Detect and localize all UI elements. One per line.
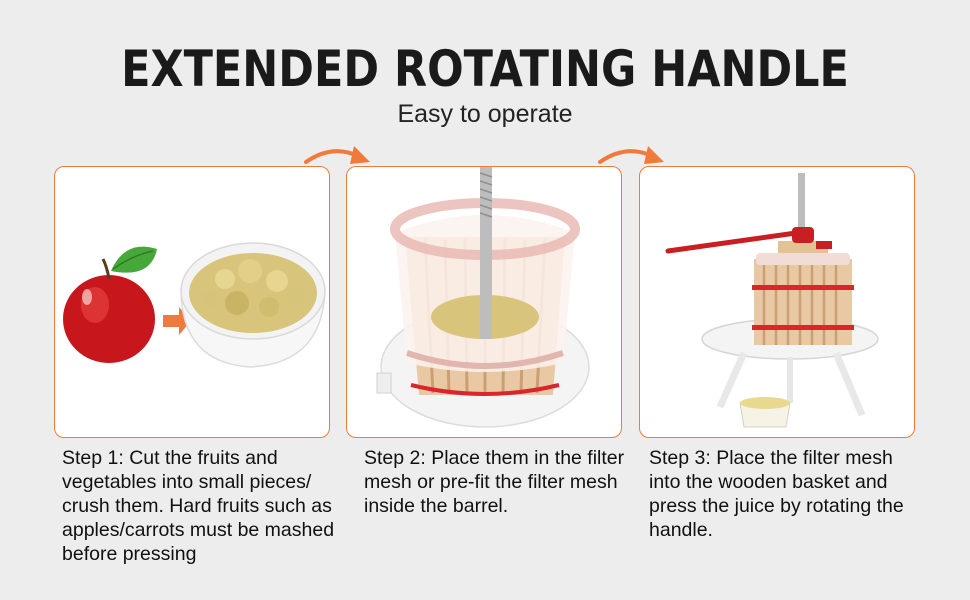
wooden-barrel-illustration [752, 241, 854, 345]
step-2-caption: Step 2: Place them in the filter mesh or… [364, 447, 625, 517]
step-3-image [639, 166, 915, 438]
page-subtitle: Easy to operate [397, 100, 573, 128]
juice-cup-illustration [739, 397, 791, 428]
page-title: EXTENDED ROTATING HANDLE [121, 40, 849, 98]
step-1-caption: Step 1: Cut the fruits and vegetables in… [62, 447, 335, 565]
threaded-screw-illustration [479, 167, 493, 339]
step-3-caption: Step 3: Place the filter mesh into the w… [649, 447, 904, 541]
step-1-image [54, 166, 330, 438]
rotating-handle-illustration [665, 173, 832, 254]
next-step-arrow-icon [598, 146, 664, 164]
next-step-arrow-icon [304, 146, 370, 164]
apple-illustration [63, 246, 157, 363]
mash-bowl-illustration [180, 242, 326, 368]
step-2-image [346, 166, 622, 438]
